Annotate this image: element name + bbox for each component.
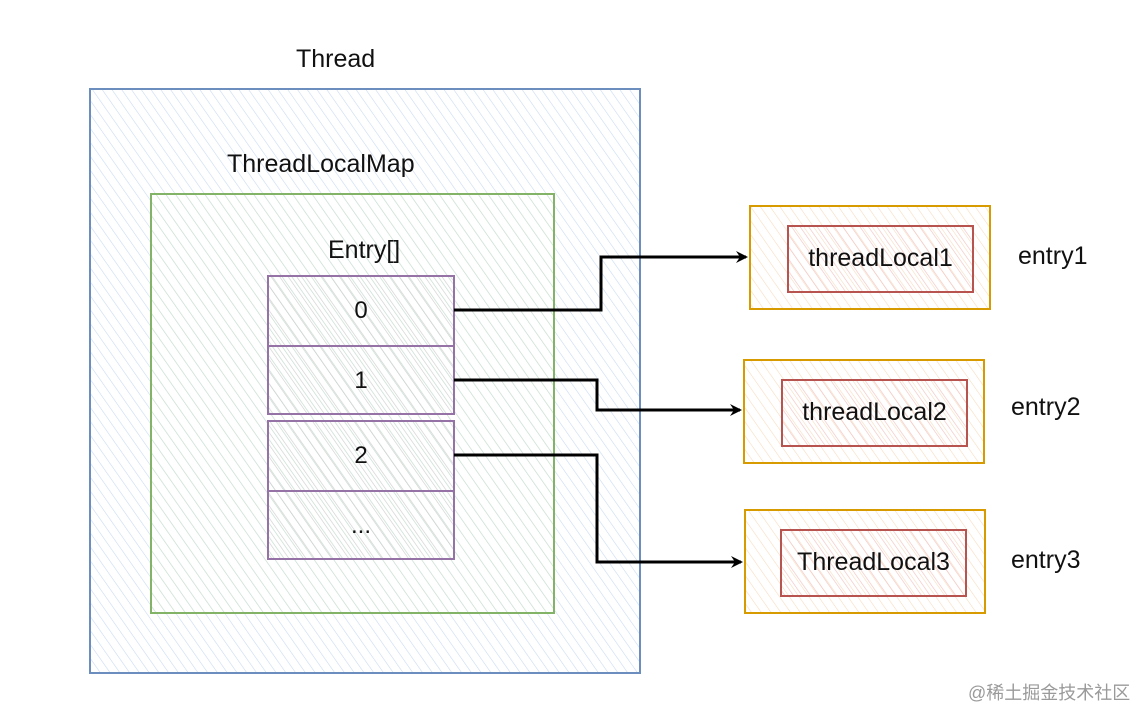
entry-cell-more [267,490,455,560]
entry-cell-0-label: 0 [354,297,368,324]
entry2-label: entry2 [1011,393,1081,421]
arrow-cell1-to-entry2 [454,378,742,416]
arrow-cell0-to-entry1 [454,251,748,312]
threadlocal1-box [787,225,974,293]
threadlocal2-label: threadLocal2 [802,398,947,426]
arrow-cell2-to-entry3 [454,453,743,568]
threadlocal3-label: ThreadLocal3 [797,548,950,576]
thread-label: Thread [296,45,376,73]
entry-array [267,275,455,560]
threadlocal3-box [780,529,967,597]
entry-cell-0 [267,275,455,347]
threadlocalmap-label: ThreadLocalMap [227,150,415,178]
entry-cell-2-label: 2 [354,442,368,469]
threadlocal1-label: threadLocal1 [808,244,953,272]
entry1-label: entry1 [1018,242,1088,270]
watermark: @稀土掘金技术社区 [968,683,1131,703]
entry-cell-1-label: 1 [354,367,368,394]
entry3-label: entry3 [1011,546,1081,574]
threadlocal2-box [781,379,968,447]
entry-cell-more-label: ... [350,512,371,539]
entry-array-label: Entry[] [328,236,401,264]
